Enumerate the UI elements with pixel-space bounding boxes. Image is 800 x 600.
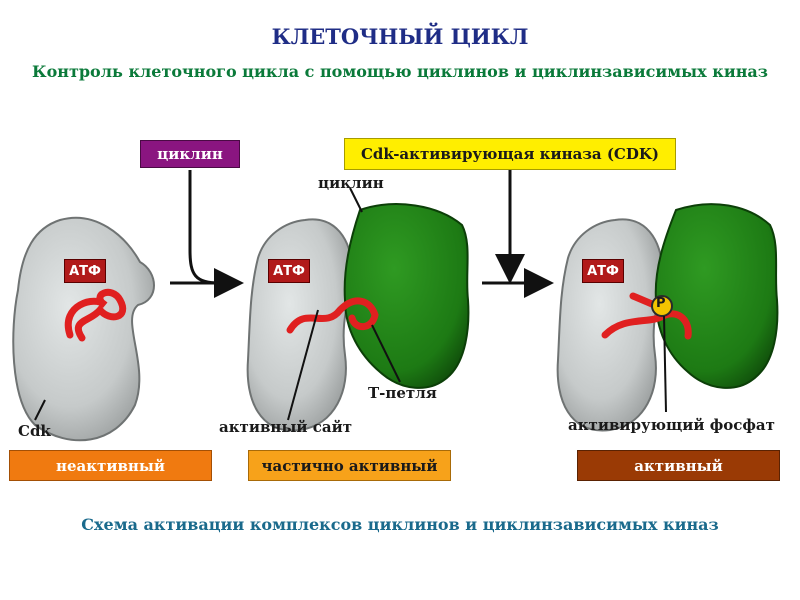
pointer-active-site <box>287 309 319 421</box>
cak-box: Cdk-активирующая киназа (CDK) <box>344 138 676 170</box>
page-caption: Схема активации комплексов циклинов и ци… <box>81 515 719 534</box>
state-active-box: активный <box>577 450 780 481</box>
pointer-phosphate <box>663 315 667 413</box>
state-inactive-box: неактивный <box>9 450 212 481</box>
atf-badge-partial: АТФ <box>268 259 310 283</box>
activating-phosphate-label: активирующий фосфат <box>568 416 775 434</box>
atf-badge-inactive: АТФ <box>64 259 106 283</box>
arrow-cyclin-bind <box>188 170 244 298</box>
cdk-label: Cdk <box>18 422 51 440</box>
active-site-label: активный сайт <box>219 418 353 436</box>
t-loop-label: Т-петля <box>368 384 437 402</box>
t-loop-inactive <box>64 288 126 342</box>
atf-badge-active: АТФ <box>582 259 624 283</box>
t-loop-active-upper <box>629 292 656 308</box>
pointer-t-loop <box>371 324 401 383</box>
page-subtitle: Контроль клеточного цикла с помощью цикл… <box>32 62 768 81</box>
phosphate-symbol: P <box>656 296 666 311</box>
cyclin-shape-partial <box>343 203 470 389</box>
cdk-shape-partial <box>246 218 354 432</box>
t-loop-partial <box>286 297 379 334</box>
cdk-shape-active <box>556 218 664 432</box>
pointer-cyclin <box>349 187 363 213</box>
cyclin-box: циклин <box>140 140 240 168</box>
pointer-cdk <box>34 399 46 421</box>
cdk-shape-inactive <box>12 216 155 442</box>
cyclin-shape-active <box>654 203 779 389</box>
page-title: КЛЕТОЧНЫЙ ЦИКЛ <box>271 24 529 49</box>
state-partial-box: частично активный <box>248 450 451 481</box>
phosphate-circle <box>651 295 673 317</box>
cyclin-label: циклин <box>318 174 384 192</box>
